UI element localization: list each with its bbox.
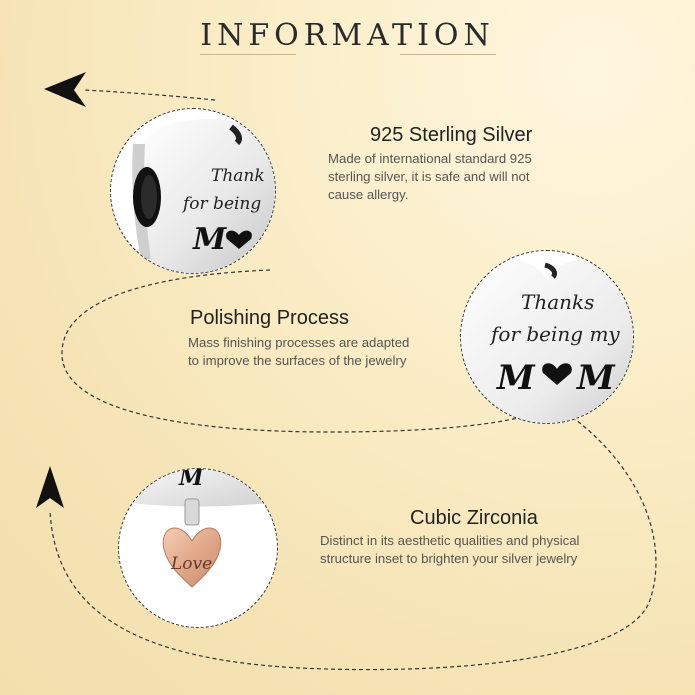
product-closeup-circle-3: M Love <box>118 468 278 628</box>
feature-title-cubic-zirconia: Cubic Zirconia <box>410 507 538 529</box>
feature-title-sterling-silver: 925 Sterling Silver <box>370 124 533 146</box>
heart-charm-engraving-image: Thanks for being my M M <box>461 259 633 423</box>
engraving-mom-letter: M <box>576 358 616 398</box>
engraving-text: Thank <box>211 166 265 186</box>
heart-icon <box>542 363 572 385</box>
engraving-mom-letter: M <box>192 222 227 257</box>
product-closeup-circle-1: Thank for being M <box>110 108 276 274</box>
title-divider-left <box>200 54 296 55</box>
page-title: INFORMATION <box>200 18 495 53</box>
feature-title-polishing: Polishing Process <box>190 307 349 329</box>
heart-charm-image: Thank for being M <box>132 119 275 273</box>
rose-gold-heart-image: M Love <box>119 469 277 588</box>
engraving-text: for being <box>181 194 261 214</box>
engraving-text: Thanks <box>521 290 594 314</box>
feature-desc-sterling-silver: Made of international standard 925 sterl… <box>328 151 532 202</box>
engraving-love-text: Love <box>170 554 212 574</box>
title-divider-right <box>400 54 496 55</box>
engraving-mom-letter: M <box>496 358 536 398</box>
arrow-left-icon <box>44 72 86 107</box>
arrow-up-icon <box>36 466 64 508</box>
engraving-mom-letter: M <box>178 469 204 491</box>
feature-desc-cubic-zirconia: Distinct in its aesthetic qualities and … <box>320 533 580 566</box>
heart-icon <box>226 230 252 249</box>
feature-desc-polishing: Mass finishing processes are adapted to … <box>188 335 410 368</box>
product-closeup-circle-2: Thanks for being my M M <box>460 250 634 424</box>
engraving-text: for being my <box>489 322 620 346</box>
